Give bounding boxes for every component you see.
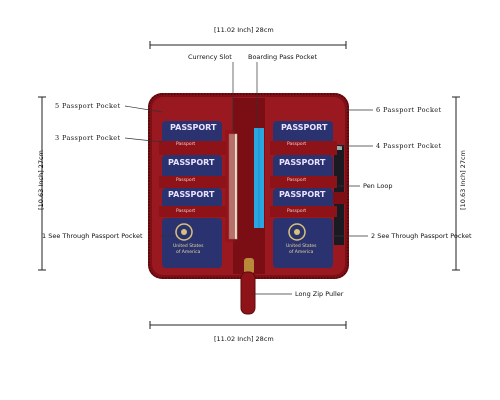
dim-bottom-width: [11.02 Inch] 28cm — [214, 335, 274, 343]
leader-lines — [124, 62, 373, 295]
country-l1-right: United States — [286, 244, 317, 249]
dim-right-height: [10.63 Inch] 27cm — [459, 150, 467, 210]
country-l2-left: of America — [176, 250, 201, 255]
passport-small-r2: Passport — [287, 178, 307, 183]
country-l1-left: United States — [173, 244, 204, 249]
label-currency-slot: Currency Slot — [188, 53, 232, 61]
passport-word-r1: PASSPORT — [281, 123, 328, 132]
label-zip-puller: Long Zip Puller — [295, 290, 344, 298]
left-pockets — [159, 121, 226, 268]
seal-left — [175, 223, 193, 241]
passport-small-r3: Passport — [287, 209, 307, 214]
label-pocket-6: 6 Passport Pocket — [376, 106, 442, 114]
passport-small-l2: Passport — [176, 178, 196, 183]
zip-puller-tab — [240, 271, 256, 315]
passport-small-l3: Passport — [176, 209, 196, 214]
seal-right — [288, 223, 306, 241]
right-pockets — [270, 121, 337, 268]
pen-loop — [333, 192, 345, 204]
dim-left-height: [10.63 Inch] 27cm — [37, 150, 45, 210]
country-l2-right: of America — [289, 250, 314, 255]
passport-word-l3: PASSPORT — [168, 190, 215, 199]
label-pocket-1: 1 See Through Passport Pocket — [42, 232, 143, 240]
dim-top-width: [11.02 Inch] 28cm — [214, 26, 274, 34]
label-pocket-5: 5 Passport Pocket — [55, 102, 121, 110]
passport-word-l2: PASSPORT — [168, 158, 215, 167]
label-pocket-4: 4 Passport Pocket — [376, 142, 442, 150]
passport-small-l1: Passport — [176, 142, 196, 147]
label-boarding-pass-pocket: Boarding Pass Pocket — [248, 53, 317, 61]
zip-slider — [244, 258, 254, 274]
passport-word-r2: PASSPORT — [279, 158, 326, 167]
passport-small-r1: Passport — [287, 142, 307, 147]
label-pocket-2: 2 See Through Passport Pocket — [371, 232, 472, 240]
passport-word-r3: PASSPORT — [279, 190, 326, 199]
dimension-lines — [38, 41, 460, 329]
label-pocket-3: 3 Passport Pocket — [55, 134, 121, 142]
passport-word-l1: PASSPORT — [170, 123, 217, 132]
label-pen-loop: Pen Loop — [363, 182, 393, 190]
